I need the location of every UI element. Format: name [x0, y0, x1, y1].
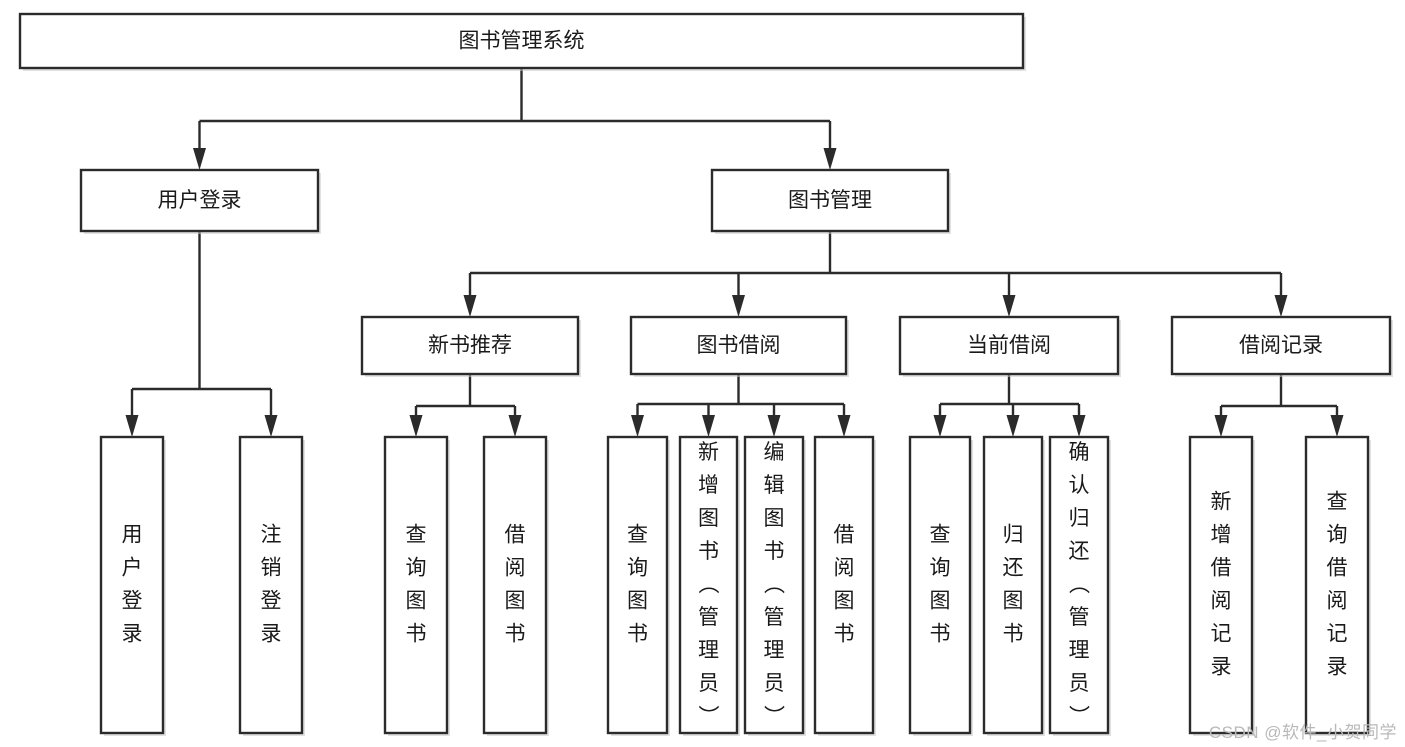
node-leaf-7-rect[interactable]	[813, 435, 875, 735]
node-level2-0[interactable]: 用户登录	[79, 168, 321, 234]
arrow-head-icon	[767, 415, 781, 437]
node-leaf-10[interactable]: 确认归还（管理员）	[1048, 435, 1111, 736]
node-leaf-2[interactable]: 查询图书	[383, 435, 450, 736]
node-leaf-4[interactable]: 查询图书	[606, 435, 670, 736]
node-leaf-5[interactable]: 新增图书（管理员）	[678, 435, 740, 736]
node-leaf-5-label: 新增图书（管理员）	[698, 441, 720, 728]
arrow-head-icon	[837, 415, 851, 437]
arrow-head-icon	[1214, 415, 1228, 437]
node-level2-0-label: 用户登录	[158, 189, 242, 212]
edges-newbook-to-leaves	[409, 374, 522, 437]
node-leaf-3-label: 借阅图书	[505, 524, 526, 646]
edges-borrow-to-leaves	[631, 374, 851, 437]
node-leaf-12-rect[interactable]	[1304, 435, 1370, 735]
node-leaf-1-rect[interactable]	[238, 435, 304, 735]
node-leaf-4-label: 查询图书	[627, 524, 648, 646]
node-leaf-5-rect[interactable]	[678, 435, 739, 735]
node-leaf-11-rect[interactable]	[1188, 435, 1254, 735]
node-leaf-11[interactable]: 新增借阅记录	[1188, 435, 1255, 736]
node-level3-2-rect[interactable]	[898, 315, 1120, 376]
node-leaf-3[interactable]: 借阅图书	[482, 435, 549, 736]
node-level3-0-label: 新书推荐	[428, 334, 512, 357]
node-level2-0-rect[interactable]	[79, 168, 320, 233]
node-level2-1-rect[interactable]	[710, 168, 950, 233]
node-level3-2-label: 当前借阅	[967, 334, 1051, 357]
node-root-system-rect[interactable]	[18, 12, 1025, 70]
node-leaf-0[interactable]: 用户登录	[99, 435, 166, 736]
node-leaf-12[interactable]: 查询借阅记录	[1304, 435, 1371, 736]
edges-userlogin-to-leaves	[125, 231, 278, 437]
arrow-head-icon	[732, 295, 745, 317]
node-leaf-3-rect[interactable]	[482, 435, 548, 735]
watermark-label: CSDN @软件_小贺同学	[1208, 723, 1397, 742]
node-level3-1[interactable]: 图书借阅	[629, 315, 849, 377]
node-leaf-6-label: 编辑图书（管理员）	[764, 441, 786, 728]
arrow-head-icon	[702, 415, 715, 437]
node-leaf-10-rect[interactable]	[1048, 435, 1110, 735]
node-leaf-8[interactable]: 查询图书	[908, 435, 973, 736]
arrow-head-icon	[1002, 295, 1016, 317]
node-leaf-1[interactable]: 注销登录	[238, 435, 305, 736]
node-leaf-0-rect[interactable]	[99, 435, 165, 735]
arrow-head-icon	[631, 415, 644, 437]
node-level3-1-rect[interactable]	[629, 315, 848, 376]
arrow-head-icon	[1330, 415, 1344, 437]
node-leaf-9-label: 归还图书	[1003, 524, 1024, 646]
node-leaf-4-rect[interactable]	[606, 435, 669, 735]
node-level2-1-label: 图书管理	[788, 189, 872, 212]
node-level3-1-label: 图书借阅	[697, 334, 781, 357]
node-leaf-6-rect[interactable]	[743, 435, 805, 735]
arrow-head-icon	[1006, 415, 1020, 437]
node-leaf-11-label: 新增借阅记录	[1211, 491, 1232, 679]
node-root-system[interactable]: 图书管理系统	[18, 12, 1026, 71]
edges-current-to-leaves	[933, 374, 1086, 437]
node-leaf-12-label: 查询借阅记录	[1327, 491, 1348, 679]
node-level3-3-rect[interactable]	[1170, 315, 1392, 376]
node-level3-2[interactable]: 当前借阅	[898, 315, 1121, 377]
node-leaf-7[interactable]: 借阅图书	[813, 435, 876, 736]
node-leaf-2-rect[interactable]	[383, 435, 449, 735]
edges-root-to-level2	[193, 68, 837, 170]
node-leaf-8-rect[interactable]	[908, 435, 972, 735]
node-level3-0-rect[interactable]	[360, 315, 580, 376]
node-root-system-label: 图书管理系统	[459, 30, 585, 53]
node-level3-3[interactable]: 借阅记录	[1170, 315, 1393, 377]
edges-records-to-leaves	[1214, 374, 1344, 437]
arrow-head-icon	[125, 415, 139, 437]
arrow-head-icon	[409, 415, 423, 437]
node-leaf-10-label: 确认归还（管理员）	[1069, 441, 1091, 728]
node-leaf-9-rect[interactable]	[982, 435, 1044, 735]
arrow-head-icon	[508, 415, 522, 437]
edges-bookmgmt-to-level3	[463, 231, 1288, 317]
node-level3-3-label: 借阅记录	[1239, 334, 1323, 357]
node-level2-1[interactable]: 图书管理	[710, 168, 951, 234]
node-leaf-7-label: 借阅图书	[834, 524, 855, 646]
node-leaf-2-label: 查询图书	[406, 524, 427, 646]
node-leaf-8-label: 查询图书	[930, 524, 951, 646]
node-leaf-9[interactable]: 归还图书	[982, 435, 1045, 736]
arrow-head-icon	[1274, 295, 1288, 317]
arrow-head-icon	[1072, 415, 1086, 437]
arrow-head-icon	[264, 415, 278, 437]
arrow-head-icon	[823, 148, 837, 170]
node-level3-0[interactable]: 新书推荐	[360, 315, 581, 377]
arrow-head-icon	[463, 295, 477, 317]
arrow-head-icon	[933, 415, 947, 437]
node-leaf-1-label: 注销登录	[261, 524, 282, 646]
node-leaf-0-label: 用户登录	[122, 524, 143, 646]
arrow-head-icon	[193, 148, 206, 170]
node-leaf-6[interactable]: 编辑图书（管理员）	[743, 435, 806, 736]
